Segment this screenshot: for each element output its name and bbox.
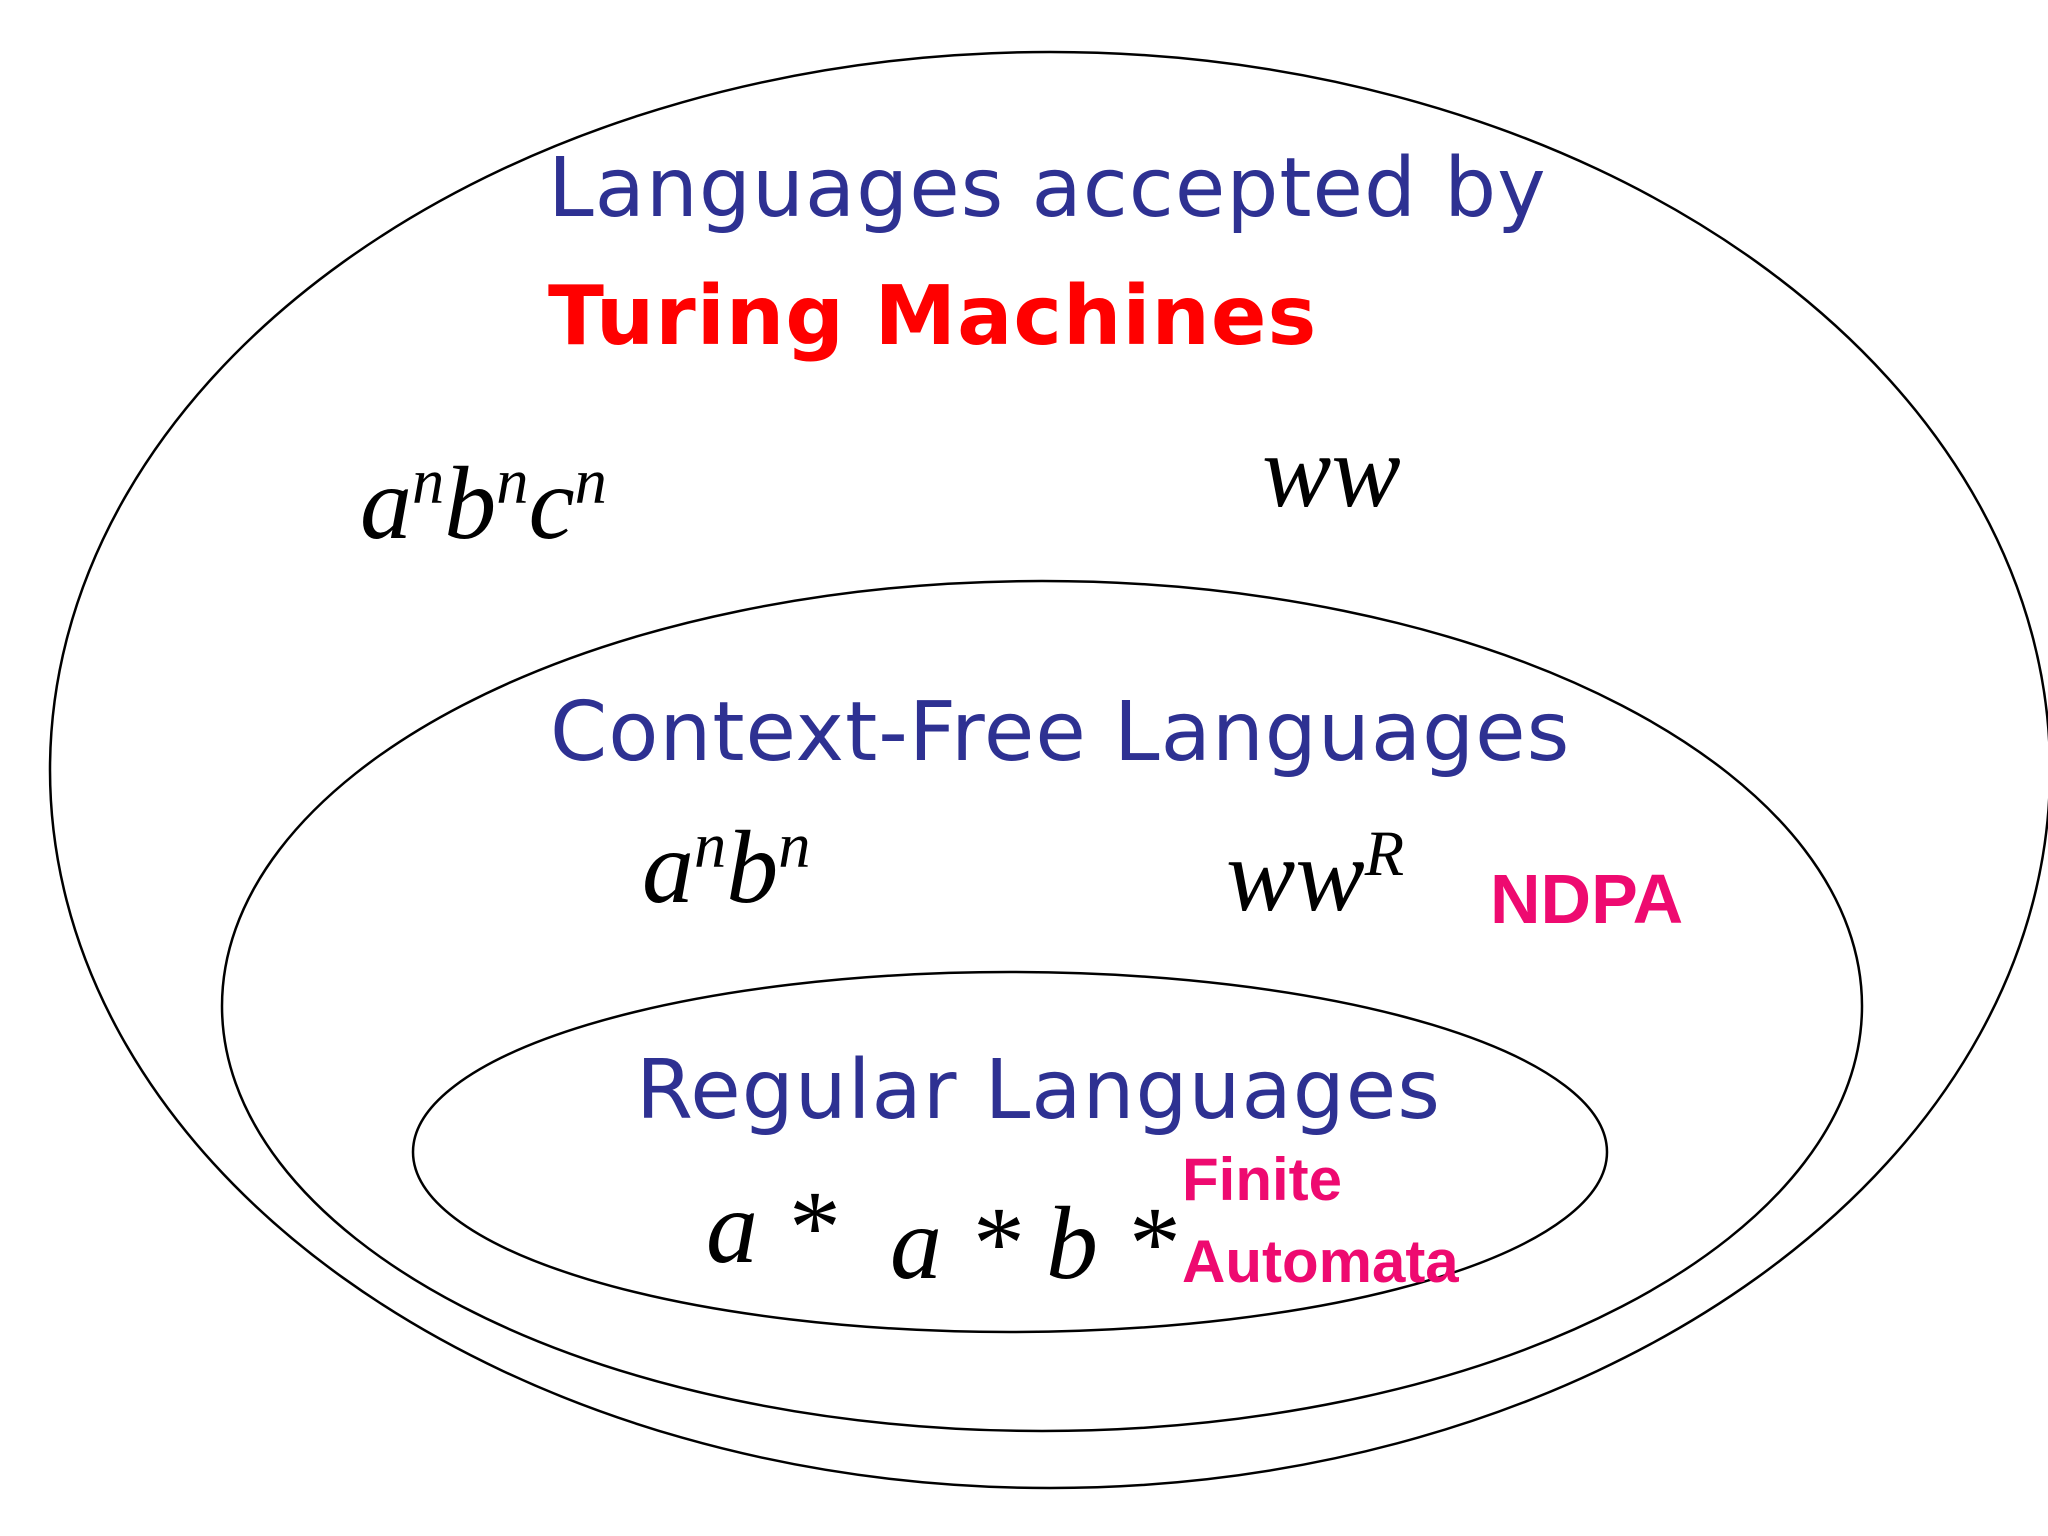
anbn-b: b xyxy=(726,810,779,925)
example-anbn: anbn xyxy=(642,813,810,920)
finite-automata-label-line2: Automata xyxy=(1182,1228,1459,1295)
turing-languages-ellipse xyxy=(49,50,2048,1490)
example-a-star: a * xyxy=(706,1170,836,1285)
wwR-exp: R xyxy=(1364,817,1405,889)
regular-title: Regular Languages xyxy=(636,1043,1441,1138)
example-a-star-b-star: a * b * xyxy=(890,1186,1176,1301)
wwR-base: ww xyxy=(1226,818,1365,933)
example-anbncn: anbncn xyxy=(360,449,607,556)
example-ww: ww xyxy=(1262,414,1401,529)
anbn-exp-a: n xyxy=(694,809,727,881)
regular-languages-ellipse xyxy=(411,970,1609,1334)
anbncn-exp-b: n xyxy=(496,445,529,517)
anbncn-exp-c: n xyxy=(574,445,607,517)
turing-title-line1: Languages accepted by xyxy=(548,141,1547,236)
ndpa-label: NDPA xyxy=(1490,860,1684,938)
anbncn-c: c xyxy=(528,446,575,561)
anbncn-exp-a: n xyxy=(412,445,445,517)
anbn-exp-b: n xyxy=(778,809,811,881)
anbncn-a: a xyxy=(360,446,412,561)
finite-automata-label-line1: Finite xyxy=(1182,1146,1342,1213)
example-wwR: wwR xyxy=(1226,821,1404,928)
context-free-title: Context-Free Languages xyxy=(550,685,1571,780)
anbn-a: a xyxy=(642,810,694,925)
turing-title-line2: Turing Machines xyxy=(548,269,1318,364)
anbncn-b: b xyxy=(444,446,497,561)
context-free-languages-ellipse xyxy=(220,579,1864,1433)
